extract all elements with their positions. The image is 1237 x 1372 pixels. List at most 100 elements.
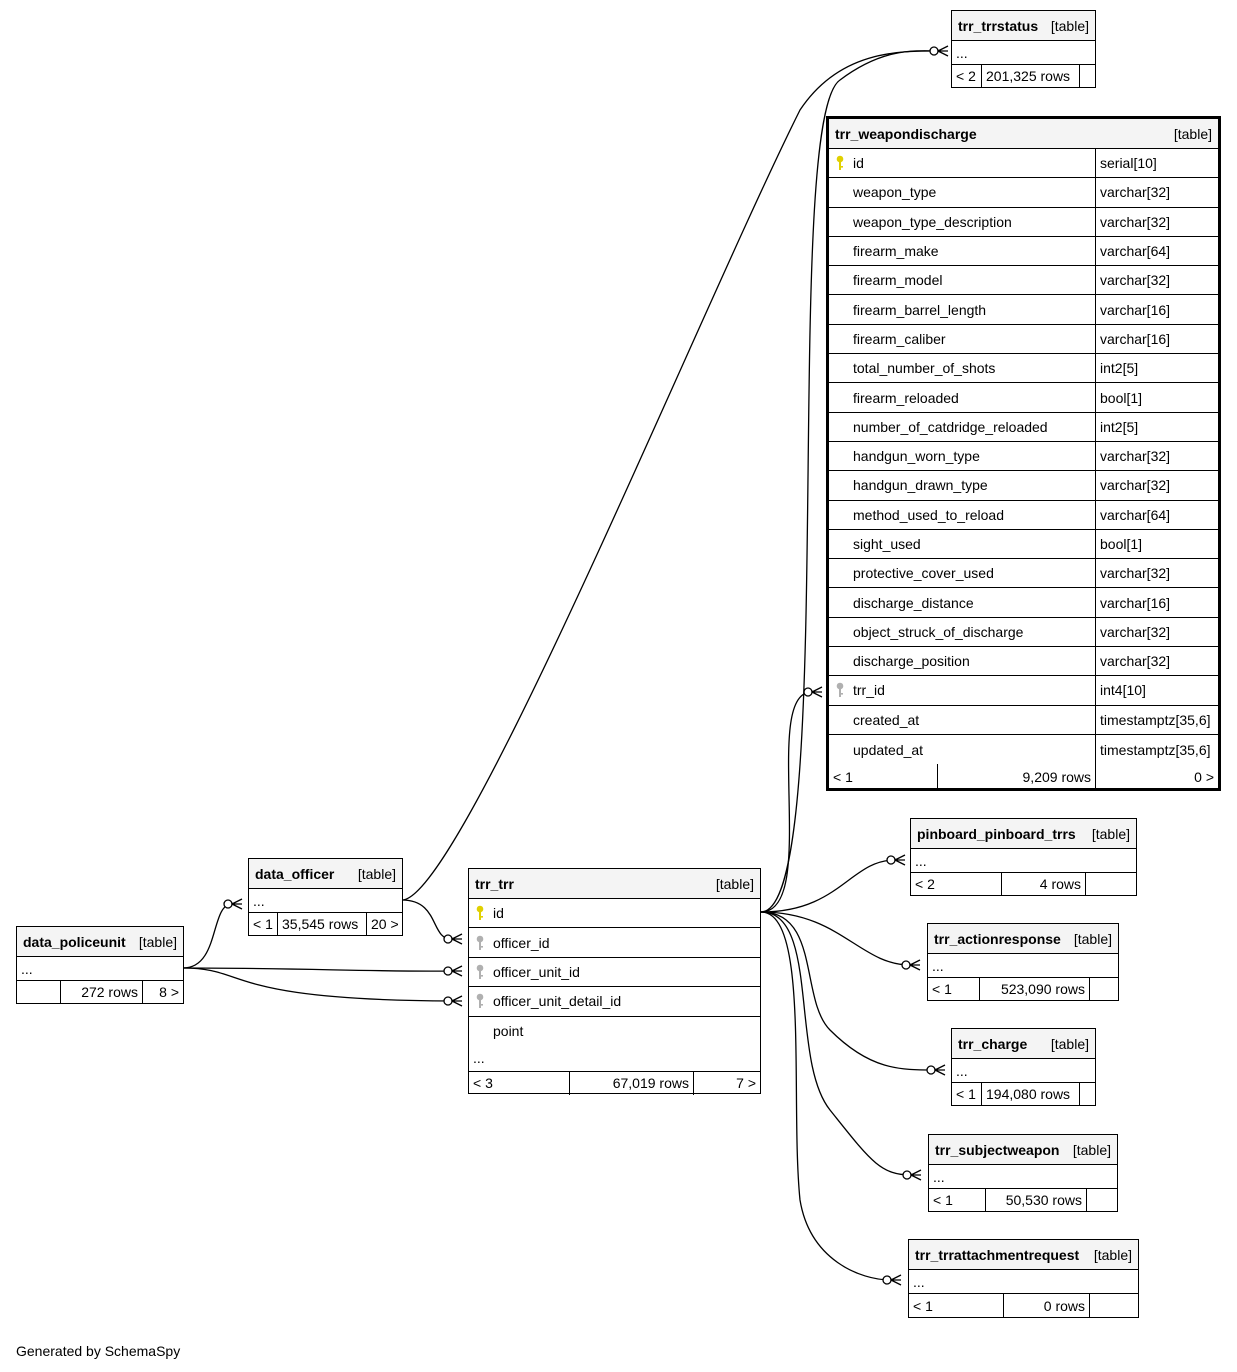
parents-count[interactable]: < 2 [911,873,1002,895]
edge-policeunit-to-trr-detail [182,967,453,1002]
table-trr-subjectweapon[interactable]: trr_subjectweapon[table] ... < 1 50,530 … [928,1134,1118,1212]
key-slot [829,208,851,236]
parents-count[interactable]: < 1 [909,1294,1004,1317]
generated-by-footer: Generated by SchemaSpy [16,1343,181,1359]
table-name: trr_charge [958,1035,1028,1052]
columns-ellipsis: ... [956,1062,968,1079]
column-type: varchar[32] [1100,623,1171,640]
parents-count[interactable]: < 1 [929,1189,986,1211]
children-count[interactable]: 7 > [736,1075,756,1092]
column-type: varchar[32] [1100,653,1171,670]
column-type: int2[5] [1100,418,1139,435]
columns-ellipsis: ... [915,852,927,869]
key-slot [829,588,851,616]
key-slot [829,413,851,441]
table-type: [table] [138,933,177,950]
table-trr-charge[interactable]: trr_charge[table] ... < 1 194,080 rows [951,1028,1096,1106]
table-name: trr_trrattachmentrequest [915,1246,1080,1263]
parents-count[interactable]: < 3 [469,1071,570,1095]
table-data-officer[interactable]: data_officer[table] ... < 1 35,545 rows … [248,858,403,936]
column-name: firearm_caliber [851,324,1096,354]
column-name: firearm_reloaded [851,383,1096,412]
column-name: discharge_distance [851,588,1096,617]
table-type: [table] [1072,1141,1111,1158]
column-name: discharge_position [851,647,1096,676]
key-slot [469,1017,491,1046]
children-count[interactable]: 20 > [371,916,399,932]
row-count: 50,530 rows [986,1189,1087,1211]
column-name: handgun_worn_type [851,441,1096,471]
table-name: trr_actionresponse [934,930,1061,947]
children-count [1090,978,1118,1000]
column-row[interactable]: officer_id [469,928,760,958]
foreign-key-icon [829,676,851,704]
row-count: 523,090 rows [980,978,1090,1000]
edge-trr-to-actionresponse [760,911,911,966]
crows-foot-marker [443,965,463,977]
column-name: point [493,1023,524,1040]
parents-count[interactable]: < 1 [249,913,278,935]
key-slot [829,442,851,470]
column-name: officer_unit_id [493,963,580,980]
parents-count[interactable]: < 1 [829,764,938,791]
column-type: timestamptz[35,6] [1100,711,1211,728]
column-row[interactable]: point [469,1017,760,1046]
table-pinboard-pinboard-trrs[interactable]: pinboard_pinboard_trrs[table] ... < 2 4 … [910,818,1137,896]
foreign-key-icon [469,958,491,986]
column-name: total_number_of_shots [851,354,1096,383]
parents-count[interactable]: < 1 [952,1083,982,1105]
parents-count[interactable]: < 2 [952,65,982,87]
table-name: data_policeunit [23,933,126,950]
table-trr-trrattachmentrequest[interactable]: trr_trrattachmentrequest[table] ... < 1 … [908,1239,1139,1318]
column-row[interactable]: officer_unit_detail_id [469,987,760,1017]
table-trr-trrstatus[interactable]: trr_trrstatus[table] ... < 2 201,325 row… [951,10,1096,88]
children-count [1087,1189,1117,1211]
crows-foot-marker [929,45,949,57]
column-type: timestamptz[35,6] [1100,741,1211,758]
crows-foot-marker [803,686,823,698]
parents-count[interactable]: < 1 [928,978,980,1000]
column-row[interactable]: officer_unit_id [469,958,760,988]
column-type: varchar[32] [1100,184,1171,201]
columns-ellipsis: ... [956,44,968,61]
row-count: 9,209 rows [938,764,1096,791]
children-count[interactable]: 8 > [159,984,179,1000]
edge-trr-to-attachmentrequest [760,911,892,1281]
table-type: [table] [1091,825,1130,842]
column-name: officer_unit_detail_id [493,993,622,1010]
key-slot [829,559,851,587]
children-count[interactable]: 0 > [1194,769,1214,786]
column-name: id [851,149,1096,178]
table-trr-actionresponse[interactable]: trr_actionresponse[table] ... < 1 523,09… [927,923,1119,1001]
primary-key-icon [829,149,851,177]
children-count [1090,1294,1138,1317]
table-data-policeunit[interactable]: data_policeunit[table] ... 272 rows 8 > [16,926,184,1004]
children-count [1080,65,1095,87]
key-slot [829,618,851,646]
column-row[interactable]: id [469,899,760,929]
children-count [1086,873,1136,895]
